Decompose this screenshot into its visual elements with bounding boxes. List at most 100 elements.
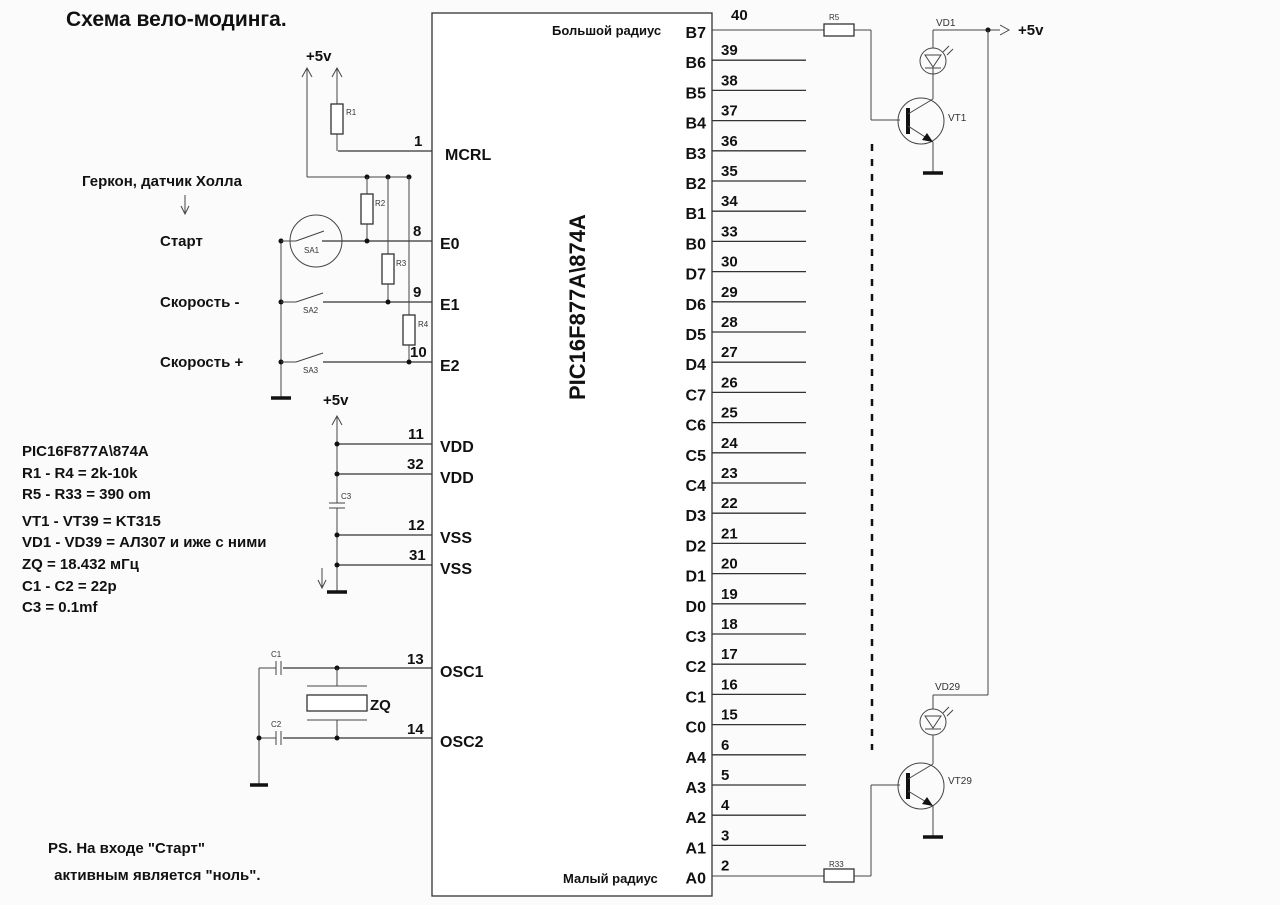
pin-label: C4 bbox=[686, 478, 707, 495]
switch-sa1: SA1 bbox=[278, 214, 343, 268]
power-arrow-vdd bbox=[331, 414, 343, 503]
pin-number: 25 bbox=[721, 405, 738, 422]
pin-number: 39 bbox=[721, 42, 738, 59]
pin-number: 37 bbox=[721, 103, 738, 120]
pin-number: 17 bbox=[721, 646, 738, 663]
pin-number: 33 bbox=[721, 223, 738, 240]
pin-label: B2 bbox=[686, 176, 707, 193]
transistor-vt29: VT29 bbox=[897, 762, 972, 839]
switch-sa2: SA2 bbox=[278, 292, 324, 315]
svg-text:E2: E2 bbox=[440, 358, 460, 375]
svg-text:R1: R1 bbox=[346, 108, 357, 117]
pin-label: C6 bbox=[686, 418, 707, 435]
pin-label: A0 bbox=[686, 871, 707, 888]
schematic-title: Схема вело-модинга. bbox=[66, 8, 287, 31]
pin-2-a0: 2A0 bbox=[686, 858, 730, 888]
resistor-r3: R3 bbox=[381, 177, 407, 305]
pin-10-e2: 10 E2 bbox=[323, 344, 460, 375]
svg-text:R2: R2 bbox=[375, 199, 386, 208]
power-label-right: +5v bbox=[1018, 22, 1044, 39]
svg-text:VT29: VT29 bbox=[948, 776, 972, 787]
svg-text:1: 1 bbox=[414, 133, 422, 150]
svg-text:14: 14 bbox=[407, 721, 424, 738]
resistor-r33: R33 bbox=[712, 784, 900, 883]
capacitor-c3: C3 bbox=[329, 492, 352, 591]
pin-label: A4 bbox=[686, 750, 707, 767]
pin-label: A3 bbox=[686, 780, 707, 797]
svg-text:31: 31 bbox=[409, 547, 426, 564]
pin-6-a4: 6A4 bbox=[686, 737, 806, 767]
svg-text:VSS: VSS bbox=[440, 530, 472, 547]
speed-plus-label: Скорость + bbox=[160, 354, 244, 371]
junction bbox=[334, 532, 340, 538]
led-vd29: VD29 bbox=[919, 682, 960, 764]
svg-text:8: 8 bbox=[413, 223, 421, 240]
pin-number: 40 bbox=[731, 7, 748, 24]
svg-text:VT1: VT1 bbox=[948, 113, 967, 124]
pin-number: 29 bbox=[721, 284, 738, 301]
junction bbox=[334, 441, 340, 447]
pin-label: C1 bbox=[686, 689, 707, 706]
pin-label: D2 bbox=[686, 538, 707, 555]
pin-label: B4 bbox=[686, 116, 707, 133]
pin-13-osc1: 13 OSC1 bbox=[283, 651, 484, 681]
pin-number: 34 bbox=[721, 193, 738, 210]
svg-text:13: 13 bbox=[407, 651, 424, 668]
pin-number: 18 bbox=[721, 616, 738, 633]
pin-number: 21 bbox=[721, 525, 738, 542]
led-vd1: VD1 bbox=[919, 18, 956, 99]
svg-text:9: 9 bbox=[413, 284, 421, 301]
chip-pic16f877a: PIC16F877A\874A bbox=[431, 12, 713, 897]
pin-number: 38 bbox=[721, 72, 738, 89]
svg-text:SA1: SA1 bbox=[304, 246, 320, 255]
pin-12-vss: 12 VSS bbox=[337, 517, 472, 547]
svg-text:C3: C3 bbox=[341, 492, 352, 501]
pin-label: D4 bbox=[686, 357, 707, 374]
pin-4-a2: 4A2 bbox=[686, 797, 806, 827]
pin-number: 22 bbox=[721, 495, 738, 512]
pin-number: 2 bbox=[721, 858, 729, 875]
pin-label: B3 bbox=[686, 146, 707, 163]
note-line-1: PS. На входе "Старт" bbox=[48, 840, 205, 857]
power-arrow-r1 bbox=[331, 66, 343, 104]
pin-label: D6 bbox=[686, 297, 707, 314]
svg-text:32: 32 bbox=[407, 456, 424, 473]
svg-text:C1: C1 bbox=[271, 650, 282, 659]
svg-text:10: 10 bbox=[410, 344, 427, 361]
spec-line: C1 - C2 = 22p bbox=[22, 578, 117, 595]
resistor-r1: R1 bbox=[330, 103, 357, 151]
pin-label: D0 bbox=[686, 599, 707, 616]
resistor-r5: R5 bbox=[712, 13, 900, 121]
big-radius-label: Большой радиус bbox=[552, 23, 661, 38]
svg-text:SA3: SA3 bbox=[303, 366, 319, 375]
pin-number: 15 bbox=[721, 707, 738, 724]
junction bbox=[334, 562, 340, 568]
pin-number: 30 bbox=[721, 254, 738, 271]
chip-name: PIC16F877A\874A bbox=[565, 214, 590, 400]
svg-text:SA2: SA2 bbox=[303, 306, 319, 315]
junction bbox=[256, 735, 262, 741]
pin-number: 19 bbox=[721, 586, 738, 603]
spec-line: ZQ = 18.432 мГц bbox=[22, 556, 140, 573]
pin-label: B6 bbox=[686, 55, 707, 72]
pin-number: 28 bbox=[721, 314, 738, 331]
pin-label: D5 bbox=[686, 327, 707, 344]
svg-text:E0: E0 bbox=[440, 236, 460, 253]
down-arrow-icon bbox=[180, 195, 190, 216]
